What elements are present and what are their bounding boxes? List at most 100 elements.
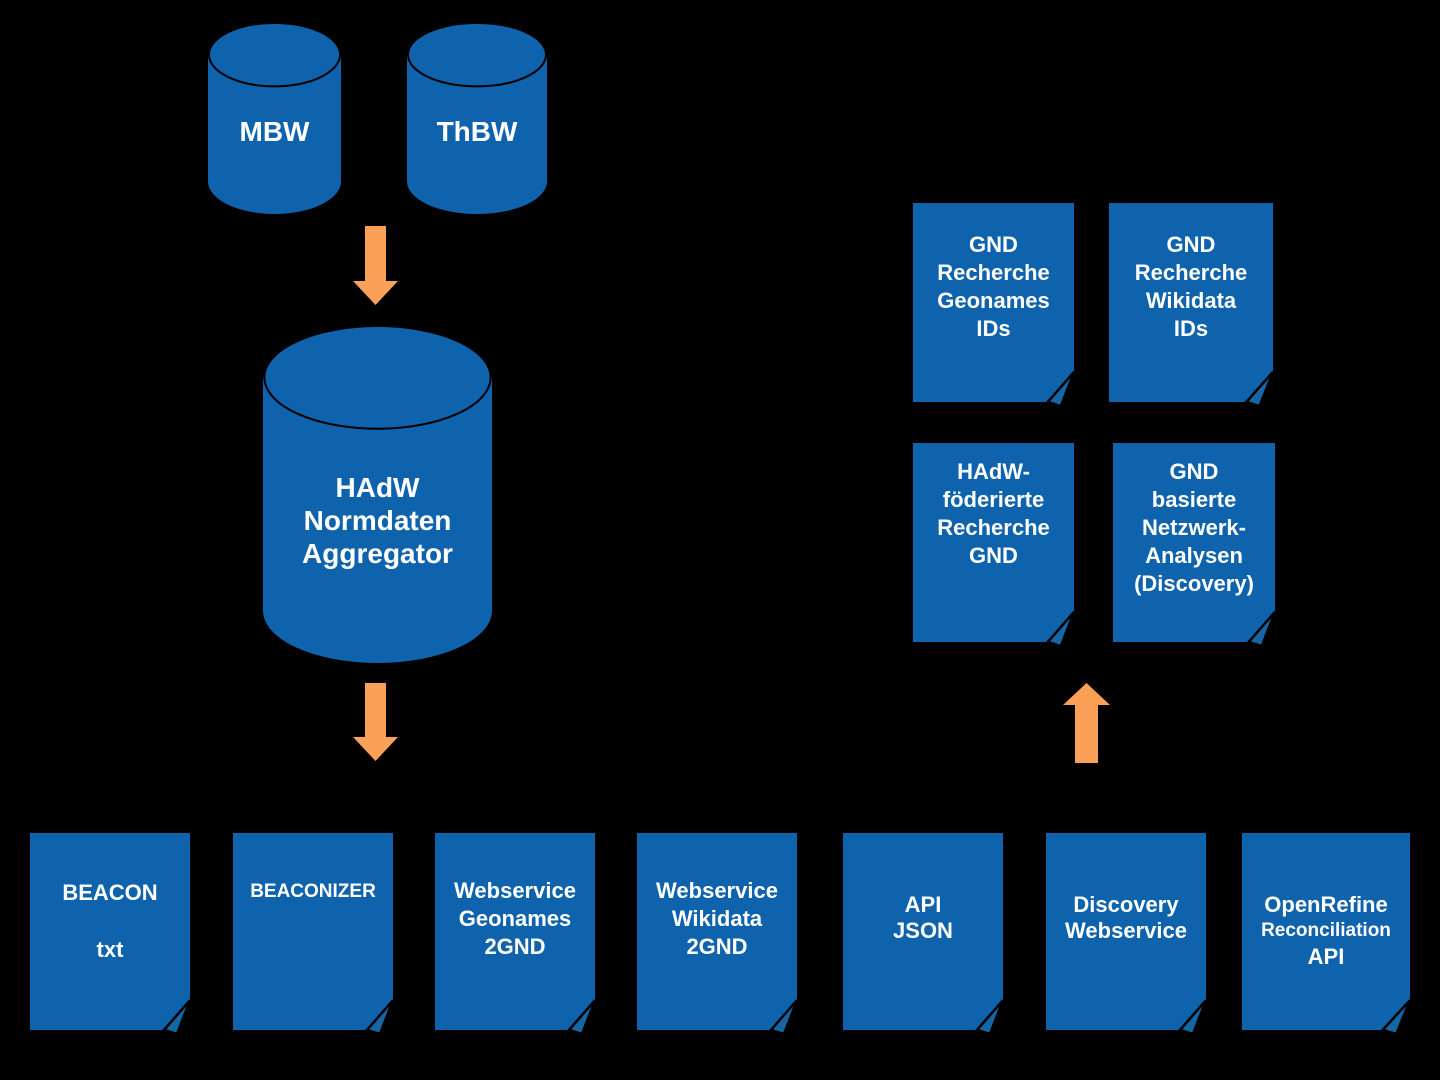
folded-corner bbox=[1045, 611, 1076, 648]
doc-gnd-recherche-geonames: GND Recherche Geonames IDs bbox=[913, 203, 1076, 408]
arrow-up-shape bbox=[1063, 683, 1110, 763]
label-line: Webservice bbox=[1065, 918, 1187, 943]
label-line: basierte bbox=[1151, 487, 1237, 512]
label-line: GND bbox=[969, 232, 1018, 257]
document-label: BEACON txt bbox=[30, 833, 190, 1030]
document-label: GND Recherche Geonames IDs bbox=[913, 203, 1074, 402]
document-icon bbox=[913, 203, 1076, 408]
document-label: GND basierte Netzwerk- Analysen (Discove… bbox=[1113, 443, 1275, 642]
cylinder-body bbox=[263, 377, 492, 663]
label-line: BEACONIZER bbox=[250, 881, 376, 902]
document-label: GND Recherche Wikidata IDs bbox=[1109, 203, 1273, 402]
label-line: Reconciliation bbox=[1261, 920, 1391, 941]
database-mbw: MBW bbox=[208, 22, 341, 214]
label-line: Aggregator bbox=[302, 537, 453, 569]
doc-webservice-geonames-2gnd: Webservice Geonames 2GND bbox=[435, 833, 597, 1036]
label-line: Discovery bbox=[1073, 892, 1179, 917]
cylinder-rim bbox=[209, 23, 340, 86]
document-body bbox=[233, 833, 393, 1030]
folded-corner bbox=[768, 999, 799, 1036]
document-body bbox=[1242, 833, 1410, 1030]
database-cylinder-icon bbox=[407, 22, 547, 214]
label-line: Normdaten bbox=[303, 504, 452, 536]
document-icon bbox=[233, 833, 395, 1036]
database-aggregator: HAdW Normdaten Aggregator bbox=[263, 325, 492, 663]
folded-corner bbox=[1177, 999, 1208, 1036]
cylinder-rim bbox=[264, 326, 490, 429]
database-label: ThBW bbox=[436, 115, 518, 147]
label-line: IDs bbox=[1173, 316, 1209, 341]
document-icon bbox=[843, 833, 1005, 1036]
doc-webservice-wikidata-2gnd: Webservice Wikidata 2GND bbox=[637, 833, 799, 1036]
label-line: JSON bbox=[893, 918, 953, 943]
doc-openrefine-reconciliation-api: OpenRefine Reconciliation API bbox=[1242, 833, 1412, 1036]
label-line: GND bbox=[969, 543, 1018, 568]
document-body bbox=[913, 203, 1074, 402]
cylinder-rim bbox=[408, 23, 546, 86]
folded-corner bbox=[974, 999, 1005, 1036]
label-line: Recherche bbox=[937, 515, 1050, 540]
label-line: HAdW bbox=[335, 471, 420, 503]
document-body bbox=[1046, 833, 1206, 1030]
document-body bbox=[637, 833, 797, 1030]
document-body bbox=[843, 833, 1003, 1030]
database-cylinder-icon bbox=[208, 22, 341, 214]
document-label: API JSON bbox=[843, 833, 1003, 1030]
document-body bbox=[30, 833, 190, 1030]
label-line: Geonames bbox=[937, 288, 1050, 313]
folded-corner bbox=[1244, 371, 1275, 408]
label-line: Wikidata bbox=[1145, 288, 1237, 313]
label-line: Netzwerk- bbox=[1142, 515, 1246, 540]
document-body bbox=[1109, 203, 1273, 402]
arrow-down-icon bbox=[353, 683, 398, 761]
label-line: föderierte bbox=[942, 487, 1045, 512]
document-icon bbox=[637, 833, 799, 1036]
doc-gnd-recherche-wikidata: GND Recherche Wikidata IDs bbox=[1109, 203, 1275, 408]
document-icon bbox=[435, 833, 597, 1036]
document-icon bbox=[1046, 833, 1208, 1036]
document-body bbox=[913, 443, 1074, 642]
cylinder-body bbox=[208, 54, 341, 214]
label-line: 2GND bbox=[484, 934, 546, 959]
doc-beacon-txt: BEACON txt bbox=[30, 833, 192, 1036]
label-line: IDs bbox=[976, 316, 1011, 341]
label-line: GND bbox=[1169, 459, 1219, 484]
label-line: API bbox=[1307, 944, 1345, 969]
document-label: HAdW- föderierte Recherche GND bbox=[913, 443, 1074, 642]
label-line: Recherche bbox=[1134, 260, 1248, 285]
label-line: Geonames bbox=[458, 906, 572, 931]
arrow-down-shape bbox=[353, 683, 398, 761]
arrow-up-icon bbox=[1063, 683, 1110, 763]
folded-corner bbox=[1045, 371, 1076, 408]
folded-corner bbox=[566, 999, 597, 1036]
database-label: MBW bbox=[239, 115, 310, 147]
document-label: BEACONIZER bbox=[233, 833, 393, 1030]
folded-corner bbox=[364, 999, 395, 1036]
doc-beaconizer: BEACONIZER bbox=[233, 833, 395, 1036]
document-label: Webservice Geonames 2GND bbox=[435, 833, 595, 1030]
database-thbw: ThBW bbox=[407, 22, 547, 214]
label-line: Webservice bbox=[656, 878, 778, 903]
document-label: Discovery Webservice bbox=[1046, 833, 1206, 1030]
folded-corner bbox=[1380, 999, 1412, 1036]
arrow-down-shape bbox=[353, 226, 398, 305]
folded-corner bbox=[1246, 611, 1277, 648]
document-icon bbox=[1109, 203, 1275, 408]
document-icon bbox=[1242, 833, 1412, 1036]
database-label: HAdW Normdaten Aggregator bbox=[263, 325, 492, 663]
label-line: txt bbox=[96, 937, 124, 962]
cylinder-body bbox=[407, 54, 547, 214]
document-icon bbox=[1113, 443, 1277, 648]
label-line: Recherche bbox=[937, 260, 1050, 285]
label-line: Wikidata bbox=[671, 906, 763, 931]
document-body bbox=[1113, 443, 1275, 642]
label-line: Webservice bbox=[454, 878, 576, 903]
label-line: BEACON bbox=[62, 880, 158, 905]
label-line: Analysen bbox=[1145, 543, 1243, 568]
label-line: OpenRefine bbox=[1264, 892, 1388, 917]
database-cylinder-icon bbox=[263, 325, 492, 663]
label-line: API bbox=[904, 892, 942, 917]
label-line: (Discovery) bbox=[1134, 571, 1254, 596]
arrow-down-icon bbox=[353, 226, 398, 305]
label-line: GND bbox=[1166, 232, 1216, 257]
